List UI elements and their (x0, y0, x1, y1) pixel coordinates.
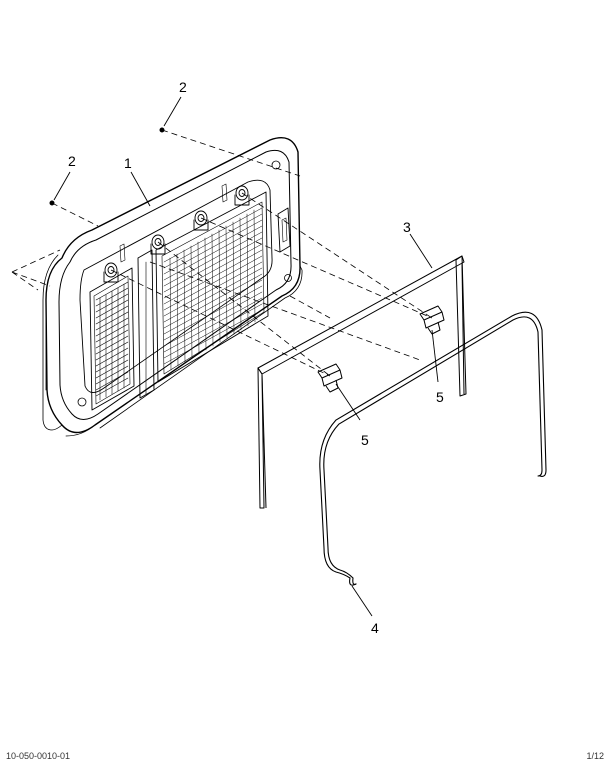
clip-upper (419, 305, 445, 335)
part-3-seal-frame (257, 255, 467, 509)
screw-left (49, 200, 55, 206)
callout-1: 1 (124, 155, 132, 171)
main-louver-panel (155, 191, 269, 383)
housing-outer-frame (45, 137, 301, 434)
part-1-grille-housing (42, 137, 303, 437)
main-louver-slats (163, 207, 263, 371)
callout-labels: 1 2 2 3 4 5 5 (68, 79, 444, 636)
part-2-screws (49, 127, 165, 206)
part-4-wire-retainer (319, 311, 547, 586)
callout-2-left: 2 (68, 153, 76, 169)
callout-5-upper: 5 (436, 389, 444, 405)
part-5-clips (317, 305, 445, 393)
callout-3: 3 (403, 219, 411, 235)
leader-lines (53, 96, 439, 617)
callout-2-upper: 2 (179, 79, 187, 95)
callout-4: 4 (371, 620, 379, 636)
footer-page-number: 1/12 (586, 751, 604, 761)
footer-doc-number: 10-050-0010-01 (6, 751, 71, 761)
mounting-knobs (103, 185, 250, 283)
alignment-lines (11, 129, 433, 377)
clip-lower (317, 363, 343, 393)
screw-upper (159, 127, 165, 133)
left-louver-slats (95, 281, 129, 401)
corner-holes (77, 160, 292, 407)
callout-5-lower: 5 (361, 432, 369, 448)
